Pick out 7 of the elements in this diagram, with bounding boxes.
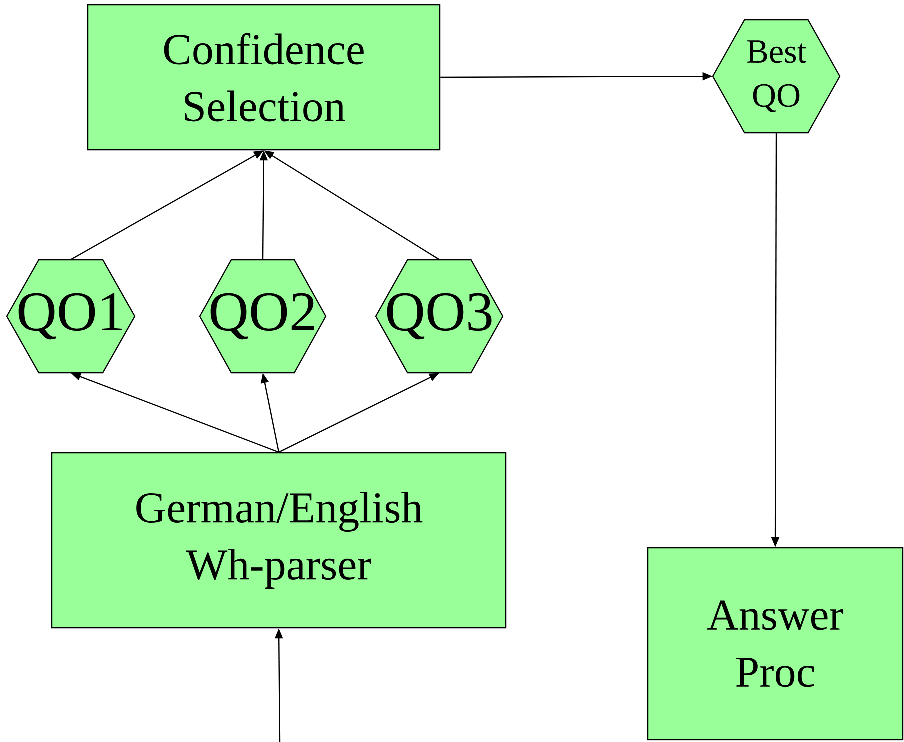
process-box: German/English Wh-parser — [51, 452, 507, 629]
process-box: Answer Proc — [647, 547, 904, 741]
hexagon-node: Best QO — [712, 19, 841, 134]
hexagon-node: QO2 — [199, 259, 327, 374]
hexagon-node: QO3 — [375, 259, 504, 374]
process-box: Confidence Selection — [87, 4, 441, 151]
hexagon-node: QO1 — [6, 259, 136, 374]
